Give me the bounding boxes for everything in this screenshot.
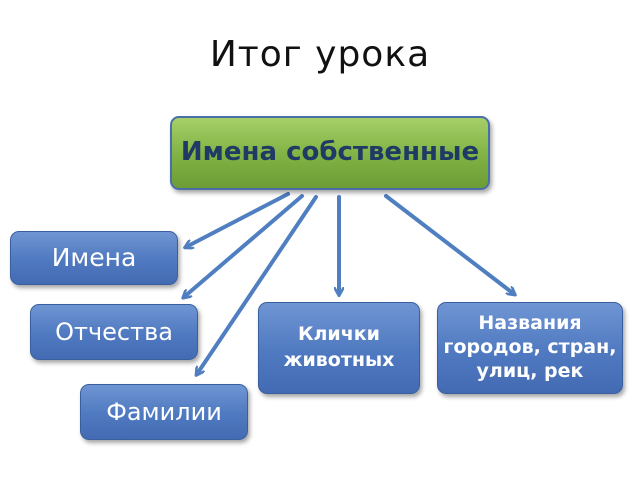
root-node-label: Имена собственные [180,137,480,168]
node-animal-names-label: Клички животных [283,323,395,371]
arrow-to-names [186,192,290,247]
node-surnames: Фамилии [80,384,248,440]
root-node-proper-names: Имена собственные [170,116,490,190]
node-place-names-label: Названия городов, стран, улиц, рек [443,312,617,382]
slide-title: Итог урока [209,34,431,75]
node-surnames-label: Фамилии [106,397,222,426]
arrow-to-patron [184,194,304,297]
node-animal-names: Клички животных [258,302,420,394]
node-names-label: Имена [51,243,137,272]
node-place-names: Названия городов, стран, улиц, рек [437,302,623,394]
node-patronymics: Отчества [30,304,198,360]
arrow-to-places [384,194,514,294]
node-names: Имена [10,231,178,285]
node-patronymics-label: Отчества [55,317,173,346]
arrow-to-surn [197,195,318,374]
